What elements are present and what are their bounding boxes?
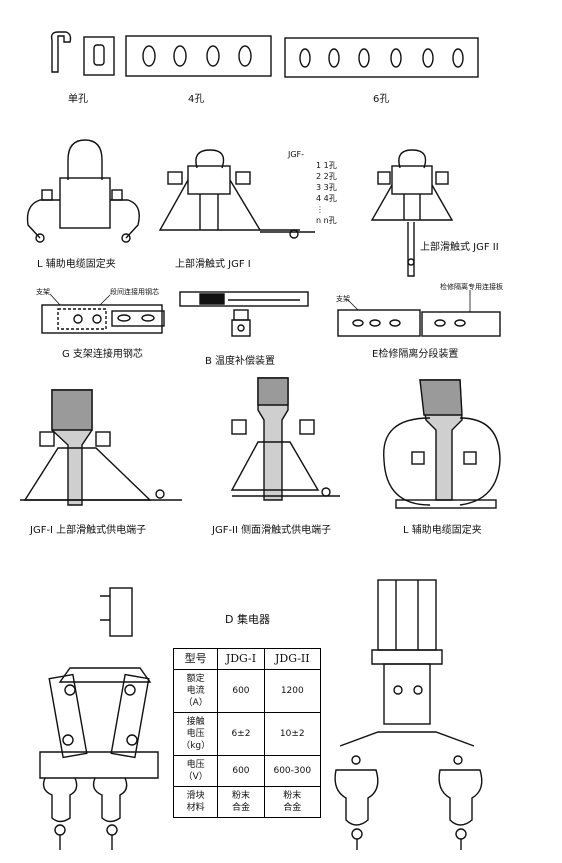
jgf2-drawing bbox=[370, 149, 454, 277]
table-cell: 滑块 材料 bbox=[172, 786, 219, 818]
jgf-code-item: 2 2孔 bbox=[316, 172, 337, 181]
label-g-bracket: 支架 bbox=[36, 288, 50, 296]
label-l-clamp-2: L 辅助电缆固定夹 bbox=[403, 525, 482, 536]
label-six-hole: 6孔 bbox=[373, 94, 390, 105]
label-jgf1-feed: JGF-I 上部滑触式供电端子 bbox=[30, 525, 147, 536]
table-header-cell: JDG-I bbox=[217, 648, 265, 670]
label-single-hole: 单孔 bbox=[68, 94, 88, 105]
jgf-code-item: 3 3孔 bbox=[316, 183, 337, 192]
table-cell: 接触 电压 （kg） bbox=[172, 712, 219, 756]
table-cell: 600-300 bbox=[263, 755, 322, 787]
label-b-title: B 温度补偿装置 bbox=[205, 356, 276, 367]
table-cell: 额定 电流 （A） bbox=[172, 669, 219, 713]
collector-title: D 集电器 bbox=[225, 613, 270, 626]
jgf-code-list: JGF- 1 1孔 2 2孔 3 3孔 4 4孔 ⋮ n n孔 bbox=[288, 149, 337, 226]
label-g-core: 段间连接用钢芯 bbox=[110, 288, 159, 296]
table-cell: 粉末 合金 bbox=[263, 786, 322, 818]
label-e-title: E检修隔离分段装置 bbox=[372, 349, 459, 360]
table-cell: 10±2 bbox=[263, 712, 322, 756]
table-row: 额定 电流 （A） 600 1200 bbox=[172, 669, 322, 713]
label-e-bracket: 支架 bbox=[336, 295, 350, 303]
label-four-hole: 4孔 bbox=[188, 94, 205, 105]
table-cell: 600 bbox=[217, 755, 265, 787]
l-clamp-drawing-2 bbox=[383, 379, 501, 509]
table-cell: 粉末 合金 bbox=[217, 786, 265, 818]
jgf-code-item: 1 1孔 bbox=[316, 161, 337, 170]
table-header-cell: 型号 bbox=[172, 648, 219, 670]
single-hole-plate-drawing bbox=[83, 36, 115, 76]
table-cell: 1200 bbox=[263, 669, 322, 713]
collector-jdg2-drawing bbox=[334, 579, 483, 850]
jgf1-feed-terminal-drawing bbox=[20, 389, 182, 506]
table-row: 滑块 材料 粉末 合金 粉末 合金 bbox=[172, 786, 322, 818]
collector-jdg1-drawing bbox=[39, 587, 159, 850]
label-jgf2: 上部滑触式 JGF II bbox=[420, 242, 499, 253]
e-maintenance-isolation-drawing bbox=[337, 290, 501, 337]
g-steel-core-drawing bbox=[41, 293, 165, 334]
l-clamp-drawing-1 bbox=[26, 139, 140, 243]
table-row: 接触 电压 （kg） 6±2 10±2 bbox=[172, 712, 322, 756]
table-row: 电压 （V） 600 600-300 bbox=[172, 755, 322, 787]
six-hole-plate-drawing bbox=[284, 37, 479, 78]
label-jgf1: 上部滑触式 JGF I bbox=[175, 259, 251, 270]
table-header-cell: JDG-II bbox=[263, 648, 322, 670]
jgf1-drawing bbox=[158, 149, 315, 239]
table-header-row: 型号 JDG-I JDG-II bbox=[172, 648, 322, 670]
table-cell: 600 bbox=[217, 669, 265, 713]
table-cell: 6±2 bbox=[217, 712, 265, 756]
jgf-code-item: n n孔 bbox=[316, 216, 337, 225]
label-jgf2-feed: JGF-II 侧面滑触式供电端子 bbox=[212, 525, 332, 536]
hook-connector-drawing bbox=[50, 31, 72, 73]
jgf-code-item: 4 4孔 bbox=[316, 194, 337, 203]
label-e-board: 检修隔离专用连接板 bbox=[440, 283, 503, 291]
jgf-code-item: ⋮ bbox=[316, 205, 324, 214]
b-temperature-compensation-drawing bbox=[179, 291, 309, 337]
label-l-clamp-1: L 辅助电缆固定夹 bbox=[37, 259, 116, 270]
jgf2-feed-terminal-drawing bbox=[230, 377, 340, 501]
jgf-code-prefix: JGF- bbox=[288, 150, 305, 159]
collector-spec-table: 型号 JDG-I JDG-II 额定 电流 （A） 600 1200 接触 电压… bbox=[172, 648, 322, 818]
table-cell: 电压 （V） bbox=[172, 755, 219, 787]
four-hole-plate-drawing bbox=[125, 35, 272, 77]
label-g-title: G 支架连接用钢芯 bbox=[62, 349, 143, 360]
